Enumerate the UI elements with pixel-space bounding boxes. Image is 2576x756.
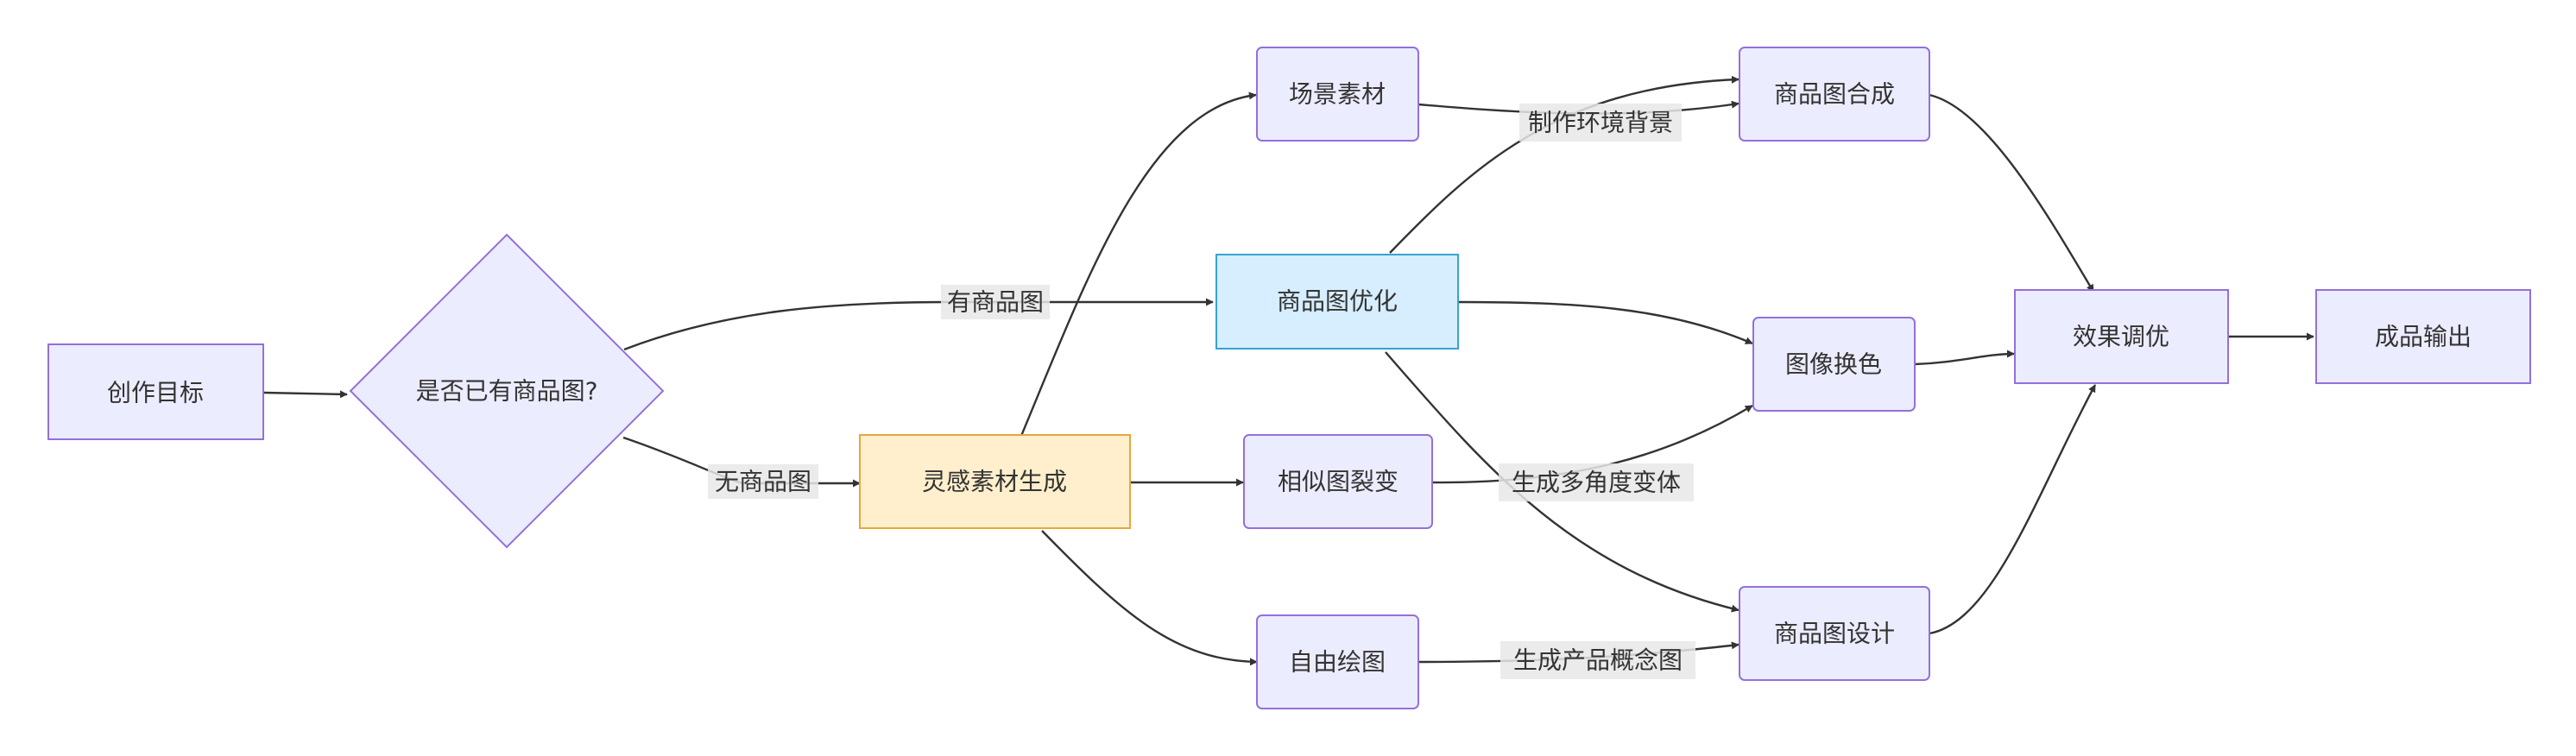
edge-inspiration-to-freedraw — [1041, 530, 1258, 666]
node-composite[interactable]: 商品图合成 — [1739, 47, 1930, 142]
node-output-label: 成品输出 — [2375, 323, 2472, 351]
edge-label-multi-angle-text: 生成多角度变体 — [1512, 469, 1681, 497]
edge-label-make-bg: 制作环境背景 — [1519, 104, 1682, 142]
edge-label-no-image-text: 无商品图 — [715, 468, 811, 496]
edge-goal-to-decision — [263, 390, 348, 399]
node-output[interactable]: 成品输出 — [2315, 289, 2531, 384]
node-freedraw[interactable]: 自由绘图 — [1256, 614, 1419, 709]
edge-inspiration-to-scene — [1020, 91, 1257, 437]
node-goal[interactable]: 创作目标 — [47, 343, 264, 440]
node-recolor-label: 图像换色 — [1785, 350, 1882, 379]
edge-label-no-image: 无商品图 — [708, 464, 818, 499]
edge-label-concept: 生成产品概念图 — [1500, 641, 1695, 679]
edge-label-multi-angle: 生成多角度变体 — [1499, 463, 1694, 501]
edge-composite-to-tune — [1929, 93, 2095, 293]
node-optimize-label: 商品图优化 — [1277, 287, 1398, 316]
node-optimize[interactable]: 商品图优化 — [1215, 254, 1459, 350]
node-decision[interactable]: 是否已有商品图? — [349, 233, 665, 549]
node-goal-label: 创作目标 — [107, 379, 204, 407]
node-tune[interactable]: 效果调优 — [2014, 289, 2229, 384]
node-freedraw-label: 自由绘图 — [1289, 648, 1386, 677]
node-tune-label: 效果调优 — [2073, 323, 2169, 351]
node-recolor[interactable]: 图像换色 — [1752, 317, 1916, 412]
edges — [263, 75, 2314, 666]
node-inspiration-label: 灵感素材生成 — [922, 468, 1067, 496]
edge-label-has-image-text: 有商品图 — [947, 288, 1044, 317]
edge-label-concept-text: 生成产品概念图 — [1513, 646, 1683, 675]
node-design-label: 商品图设计 — [1774, 620, 1895, 648]
edge-decision-to-optimize — [623, 298, 1214, 351]
node-composite-label: 商品图合成 — [1774, 80, 1895, 109]
edge-optimize-to-design — [1385, 351, 1739, 613]
edge-optimize-to-recolor — [1458, 300, 1753, 345]
edge-label-has-image: 有商品图 — [941, 285, 1050, 319]
node-design[interactable]: 商品图设计 — [1739, 586, 1930, 681]
node-similar-label: 相似图裂变 — [1278, 468, 1398, 496]
node-decision-label: 是否已有商品图? — [416, 377, 598, 406]
edge-label-make-bg-text: 制作环境背景 — [1528, 109, 1673, 137]
node-scene[interactable]: 场景素材 — [1256, 47, 1419, 142]
edge-labels: 有商品图 无商品图 制作环境背景 生成多角度变体 生成产品概念图 — [708, 104, 1695, 679]
node-inspiration[interactable]: 灵感素材生成 — [859, 434, 1131, 529]
edge-design-to-tune — [1929, 384, 2097, 635]
node-similar[interactable]: 相似图裂变 — [1243, 434, 1433, 529]
nodes: 创作目标 是否已有商品图? 灵感素材生成 场景素材 商品图优化 相似图裂变 — [47, 47, 2531, 709]
edge-recolor-to-tune — [1914, 350, 2015, 366]
node-scene-label: 场景素材 — [1289, 80, 1386, 109]
